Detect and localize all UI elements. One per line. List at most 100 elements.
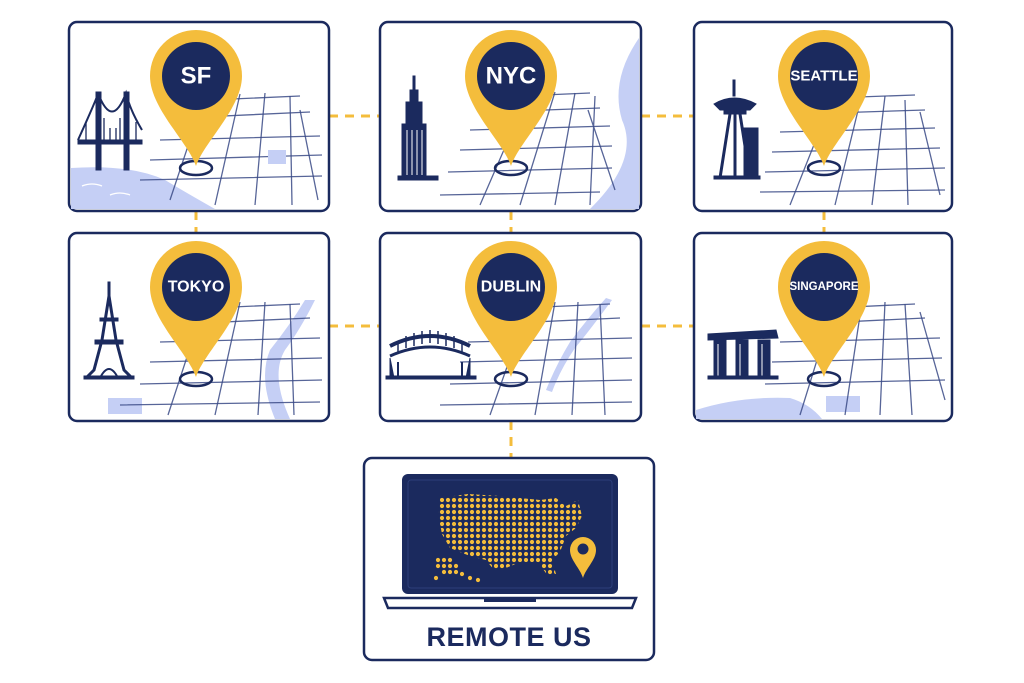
map-dot — [493, 563, 499, 569]
map-dot — [517, 521, 523, 527]
map-dot — [493, 521, 499, 527]
map-dot — [447, 569, 453, 575]
location-card-sf: SF — [67, 20, 331, 213]
map-dot — [463, 545, 469, 551]
map-dot — [529, 503, 535, 509]
map-dot — [553, 527, 559, 533]
map-dot — [541, 545, 547, 551]
map-dot — [505, 539, 511, 545]
map-dot — [511, 539, 517, 545]
map-dot — [547, 551, 553, 557]
map-dot — [523, 515, 529, 521]
location-pin-singapore: SINGAPORE — [778, 241, 870, 377]
map-dot — [469, 515, 475, 521]
map-dot — [493, 557, 499, 563]
map-dot — [541, 509, 547, 515]
map-dot — [565, 515, 571, 521]
map-dot — [547, 557, 553, 563]
map-dot — [447, 557, 453, 563]
map-dot — [469, 539, 475, 545]
location-pin-sf: SF — [150, 29, 242, 167]
map-dot — [453, 569, 459, 575]
connector-lines — [194, 114, 826, 458]
map-dot — [453, 563, 459, 569]
water-area — [546, 298, 612, 392]
map-dot — [493, 545, 499, 551]
map-dot — [511, 497, 517, 503]
map-dot — [451, 545, 457, 551]
map-dot — [439, 509, 445, 515]
map-dot — [505, 497, 511, 503]
map-dot — [487, 521, 493, 527]
map-dot — [535, 521, 541, 527]
laptop-base — [382, 596, 638, 610]
map-dot — [499, 557, 505, 563]
location-pin-tokyo: TOKYO — [150, 240, 242, 377]
map-dot — [469, 494, 475, 497]
map-dot — [475, 521, 481, 527]
map-dot — [505, 509, 511, 515]
map-dot — [535, 527, 541, 533]
map-dot — [475, 539, 481, 545]
map-dot — [547, 527, 553, 533]
map-dot — [445, 497, 451, 503]
map-dot — [517, 539, 523, 545]
map-dot — [487, 557, 493, 563]
map-dot — [463, 527, 469, 533]
map-dot — [511, 509, 517, 515]
map-dot — [553, 539, 559, 545]
map-dot — [559, 509, 565, 515]
map-dot — [517, 503, 523, 509]
map-dot — [541, 521, 547, 527]
map-dot — [517, 533, 523, 539]
map-dot — [523, 503, 529, 509]
map-dot — [481, 509, 487, 515]
map-dot — [505, 527, 511, 533]
map-dot — [463, 521, 469, 527]
map-dot — [523, 509, 529, 515]
water-area — [265, 300, 315, 419]
map-dot — [457, 515, 463, 521]
map-dot — [475, 494, 481, 497]
marina-bay-sands-icon — [707, 329, 779, 380]
map-dot — [441, 563, 447, 569]
map-dot — [457, 503, 463, 509]
map-dot — [547, 497, 553, 503]
empire-state-building-icon — [397, 75, 439, 181]
map-dot — [535, 503, 541, 509]
map-dot — [559, 515, 565, 521]
map-dot — [499, 533, 505, 539]
map-dot — [445, 509, 451, 515]
map-dot — [451, 515, 457, 521]
map-dot — [565, 527, 571, 533]
map-dot — [481, 533, 487, 539]
location-card-seattle: SEATTLE — [692, 20, 954, 213]
map-dot — [511, 551, 517, 557]
map-dot — [511, 515, 517, 521]
map-dot — [541, 551, 547, 557]
map-dot — [553, 533, 559, 539]
remote-us-card: REMOTE US — [362, 456, 656, 662]
map-dot — [517, 509, 523, 515]
map-dot — [547, 521, 553, 527]
map-dot — [547, 503, 553, 509]
map-dot — [499, 551, 505, 557]
map-dot — [529, 533, 535, 539]
map-dot — [463, 494, 469, 497]
map-dot — [553, 545, 559, 551]
map-dot — [541, 539, 547, 545]
golden-gate-bridge-icon — [77, 89, 143, 171]
map-dot — [475, 533, 481, 539]
map-dot — [541, 533, 547, 539]
map-dot — [517, 527, 523, 533]
map-dot — [547, 563, 553, 569]
map-dot — [541, 515, 547, 521]
location-pin-dublin: DUBLIN — [465, 241, 557, 377]
map-dot — [469, 533, 475, 539]
map-dot — [469, 527, 475, 533]
map-dot — [481, 521, 487, 527]
map-dot — [505, 521, 511, 527]
map-dot — [487, 515, 493, 521]
map-dot — [441, 557, 447, 563]
map-dot — [499, 539, 505, 545]
